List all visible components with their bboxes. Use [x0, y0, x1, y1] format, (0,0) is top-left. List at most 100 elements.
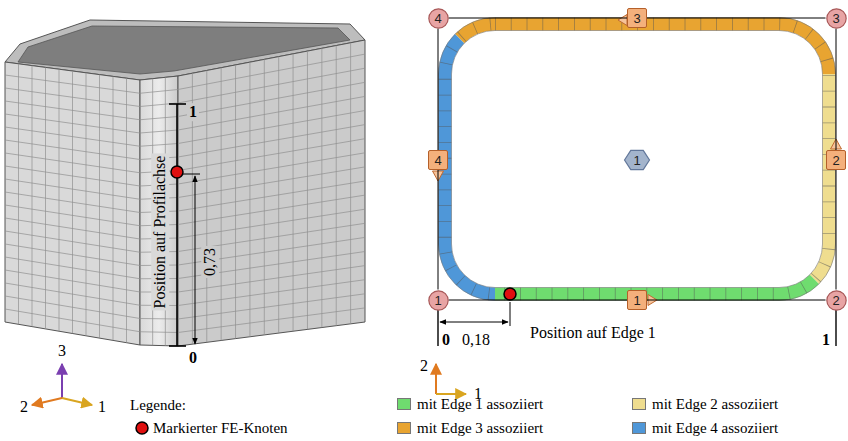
axis-end-label: 0	[442, 331, 450, 349]
legend-swatch	[632, 398, 646, 410]
axis-name: 2	[20, 398, 28, 416]
marked-fe-node	[171, 166, 183, 178]
edge-direction	[433, 15, 842, 306]
axis-arrow	[32, 398, 62, 405]
vertex-circle: 3	[826, 8, 847, 29]
scale-tick	[437, 310, 438, 346]
node-number: 3	[633, 12, 640, 25]
face-hexagon: 1	[624, 149, 650, 171]
mesh-line	[5, 231, 140, 252]
mesh-line	[178, 82, 365, 116]
mesh-line	[140, 130, 178, 133]
legend-text: mit Edge 2 assoziiert	[652, 396, 778, 413]
vertex-circle: 1	[428, 290, 449, 311]
direction-triangle	[618, 15, 627, 26]
node-number: 1	[633, 154, 640, 167]
node-number: 3	[832, 12, 839, 25]
vertex-circle-shape	[428, 8, 447, 27]
mesh-face-right	[178, 40, 365, 346]
vertex-circle: 4	[428, 8, 449, 29]
mesh-line	[178, 153, 365, 184]
mesh-line	[178, 125, 365, 157]
legend-text: Markierter FE-Knoten	[153, 420, 288, 437]
mesh-line	[5, 140, 140, 160]
legend-entry: mit Edge 2 assoziiert	[632, 395, 778, 413]
vertex-circle-shape	[428, 290, 447, 309]
mesh-line	[178, 195, 365, 224]
axis-end-label: 1	[187, 103, 199, 121]
mesh-line	[5, 296, 140, 319]
mesh-line	[140, 117, 178, 120]
mesh-line	[5, 192, 140, 213]
node-number: 4	[434, 154, 441, 167]
dimension-line	[195, 176, 196, 344]
fe-mesh	[5, 20, 365, 346]
mesh-line	[178, 111, 365, 144]
element-borders	[445, 24, 829, 294]
mesh-face-corner	[140, 76, 178, 346]
axis-arrow	[62, 398, 92, 405]
edge-strip	[460, 24, 829, 74]
mesh-face-left	[5, 62, 140, 345]
edge-strip	[445, 39, 495, 294]
mesh-line	[5, 283, 140, 305]
mesh-line	[178, 96, 365, 130]
edge-square: 4	[428, 150, 448, 170]
node-number: 4	[434, 12, 441, 25]
mesh-line	[5, 257, 140, 279]
mesh-line	[140, 318, 178, 320]
mesh-line	[5, 270, 140, 292]
legend-text: mit Edge 3 assoziiert	[417, 420, 543, 437]
mesh-line	[178, 181, 365, 211]
axis-line	[176, 104, 178, 346]
node-number: 1	[633, 294, 640, 307]
mesh-line	[178, 294, 365, 319]
profile-axis	[169, 104, 200, 346]
coordinate-triad	[436, 364, 466, 394]
mesh-line	[5, 166, 140, 186]
strip-outline	[452, 31, 823, 288]
edge-strip	[495, 279, 814, 294]
node-number: 2	[832, 294, 839, 307]
legend-text: mit Edge 4 assoziiert	[652, 420, 778, 437]
legend-text: mit Edge 1 assoziiert	[417, 396, 543, 413]
axis-arrow	[436, 393, 466, 395]
strip-outline	[439, 18, 836, 301]
mesh-line	[140, 144, 178, 147]
edge-strips	[439, 18, 836, 301]
mesh-line	[5, 205, 140, 226]
axis-arrow	[435, 364, 437, 394]
axis-arrow	[61, 364, 63, 398]
mesh-grid	[5, 43, 365, 346]
coordinate-triad	[32, 364, 92, 405]
dimension-value: 0,18	[462, 331, 490, 349]
mesh-line	[5, 179, 140, 199]
mesh-line	[140, 331, 178, 333]
mesh-line	[178, 209, 365, 238]
mesh-line	[140, 90, 178, 94]
mesh-line	[178, 280, 365, 306]
legend-swatch	[632, 422, 646, 434]
axis-title: Position auf Edge 1	[530, 324, 656, 342]
vertex-circle-shape	[826, 8, 845, 27]
edge-square: 3	[627, 8, 647, 28]
axis-end-label: 0	[187, 349, 199, 367]
axis-name: 1	[98, 398, 106, 416]
mesh-line	[5, 127, 140, 146]
legend-entry: mit Edge 3 assoziiert	[397, 419, 543, 437]
mesh-line	[178, 167, 365, 198]
axis-tick	[169, 103, 186, 105]
axis-name: 2	[420, 357, 428, 375]
mesh-line	[5, 244, 140, 266]
mesh-line	[5, 218, 140, 239]
legend-title: Legende:	[130, 397, 186, 414]
axis-title: Position auf Profilachse	[151, 154, 169, 311]
mesh-line	[5, 309, 140, 332]
vertex-circle: 2	[826, 290, 847, 311]
vertex-circle-shape	[826, 290, 845, 309]
axis-tick	[169, 345, 186, 347]
legend-entry: mit Edge 1 assoziiert	[397, 395, 543, 413]
dimension-line	[440, 322, 508, 323]
